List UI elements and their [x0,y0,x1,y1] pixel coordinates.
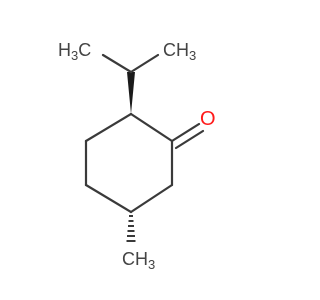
bond-c5-c4 [84,183,133,214]
methyl-label-top-left: H3C [58,40,91,63]
bond-c2-c1 [129,112,174,143]
oxygen-label: O [200,108,216,130]
bond-c1-c6 [84,112,133,143]
bond-isopropyl-right [129,53,160,74]
methyl-label-bottom: CH3 [122,249,155,272]
structure-canvas: H3C CH3 O CH3 [58,40,216,272]
bond-isopropyl-left [101,53,133,74]
bond-c4-c3 [129,183,174,214]
carbonyl-bond-b [174,129,205,150]
carbonyl-bond-a [170,122,201,143]
methyl-label-top-right: CH3 [163,40,196,63]
wedge-bond-isopropyl [127,72,135,114]
hashed-bond-methyl [126,215,136,242]
menthone-structure: H3C CH3 O CH3 [58,40,216,272]
